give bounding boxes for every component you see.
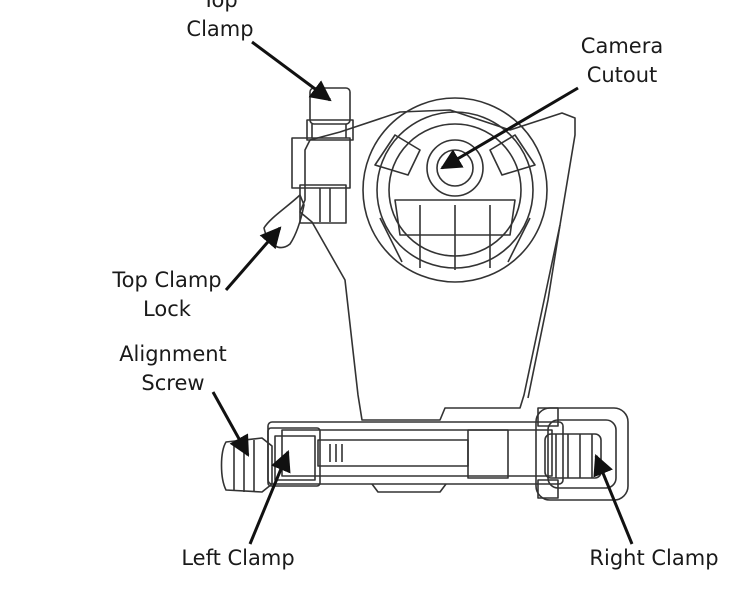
left-clamp-label: Left Clamp [181, 546, 295, 570]
camera-cutout-label-line2: Cutout [586, 63, 658, 87]
right-clamp-frame [535, 407, 629, 501]
alignment-screw-label-line1: Alignment [119, 342, 227, 366]
bottom-rail [267, 421, 564, 485]
alignment-screw-knob [220, 437, 273, 493]
arrow-right-clamp [593, 454, 634, 545]
arrow-left-clamp [248, 450, 291, 545]
camera-cutout-hole [426, 139, 484, 197]
top-clamp-lock-label: Top Clamp Lock [104, 266, 230, 324]
top-clamp-cap [309, 87, 351, 125]
mount-body [299, 109, 576, 421]
top-clamp-label-line1: Top [202, 0, 238, 12]
camera-cutout-label-line1: Camera [580, 34, 664, 58]
top-clamp-label: Top Clamp [178, 0, 262, 44]
arrow-top-clamp-lock [224, 226, 282, 291]
top-clamp-lock-label-line2: Lock [143, 297, 191, 321]
alignment-screw-label-line2: Screw [141, 371, 205, 395]
top-clamp-body [291, 137, 351, 189]
camera-cutout-label: Camera Cutout [574, 32, 670, 90]
alignment-screw-label: Alignment Screw [112, 340, 234, 398]
arrow-alignment-screw [211, 391, 250, 457]
arrow-camera-cutout [440, 86, 579, 170]
arrow-top-clamp [251, 40, 332, 102]
top-clamp-lock-label-line1: Top Clamp [112, 268, 222, 292]
left-clamp-block [267, 427, 321, 487]
right-clamp-label: Right Clamp [589, 546, 719, 570]
top-clamp-label-line2: Clamp [186, 17, 254, 41]
dial-outer-ring [362, 97, 548, 283]
